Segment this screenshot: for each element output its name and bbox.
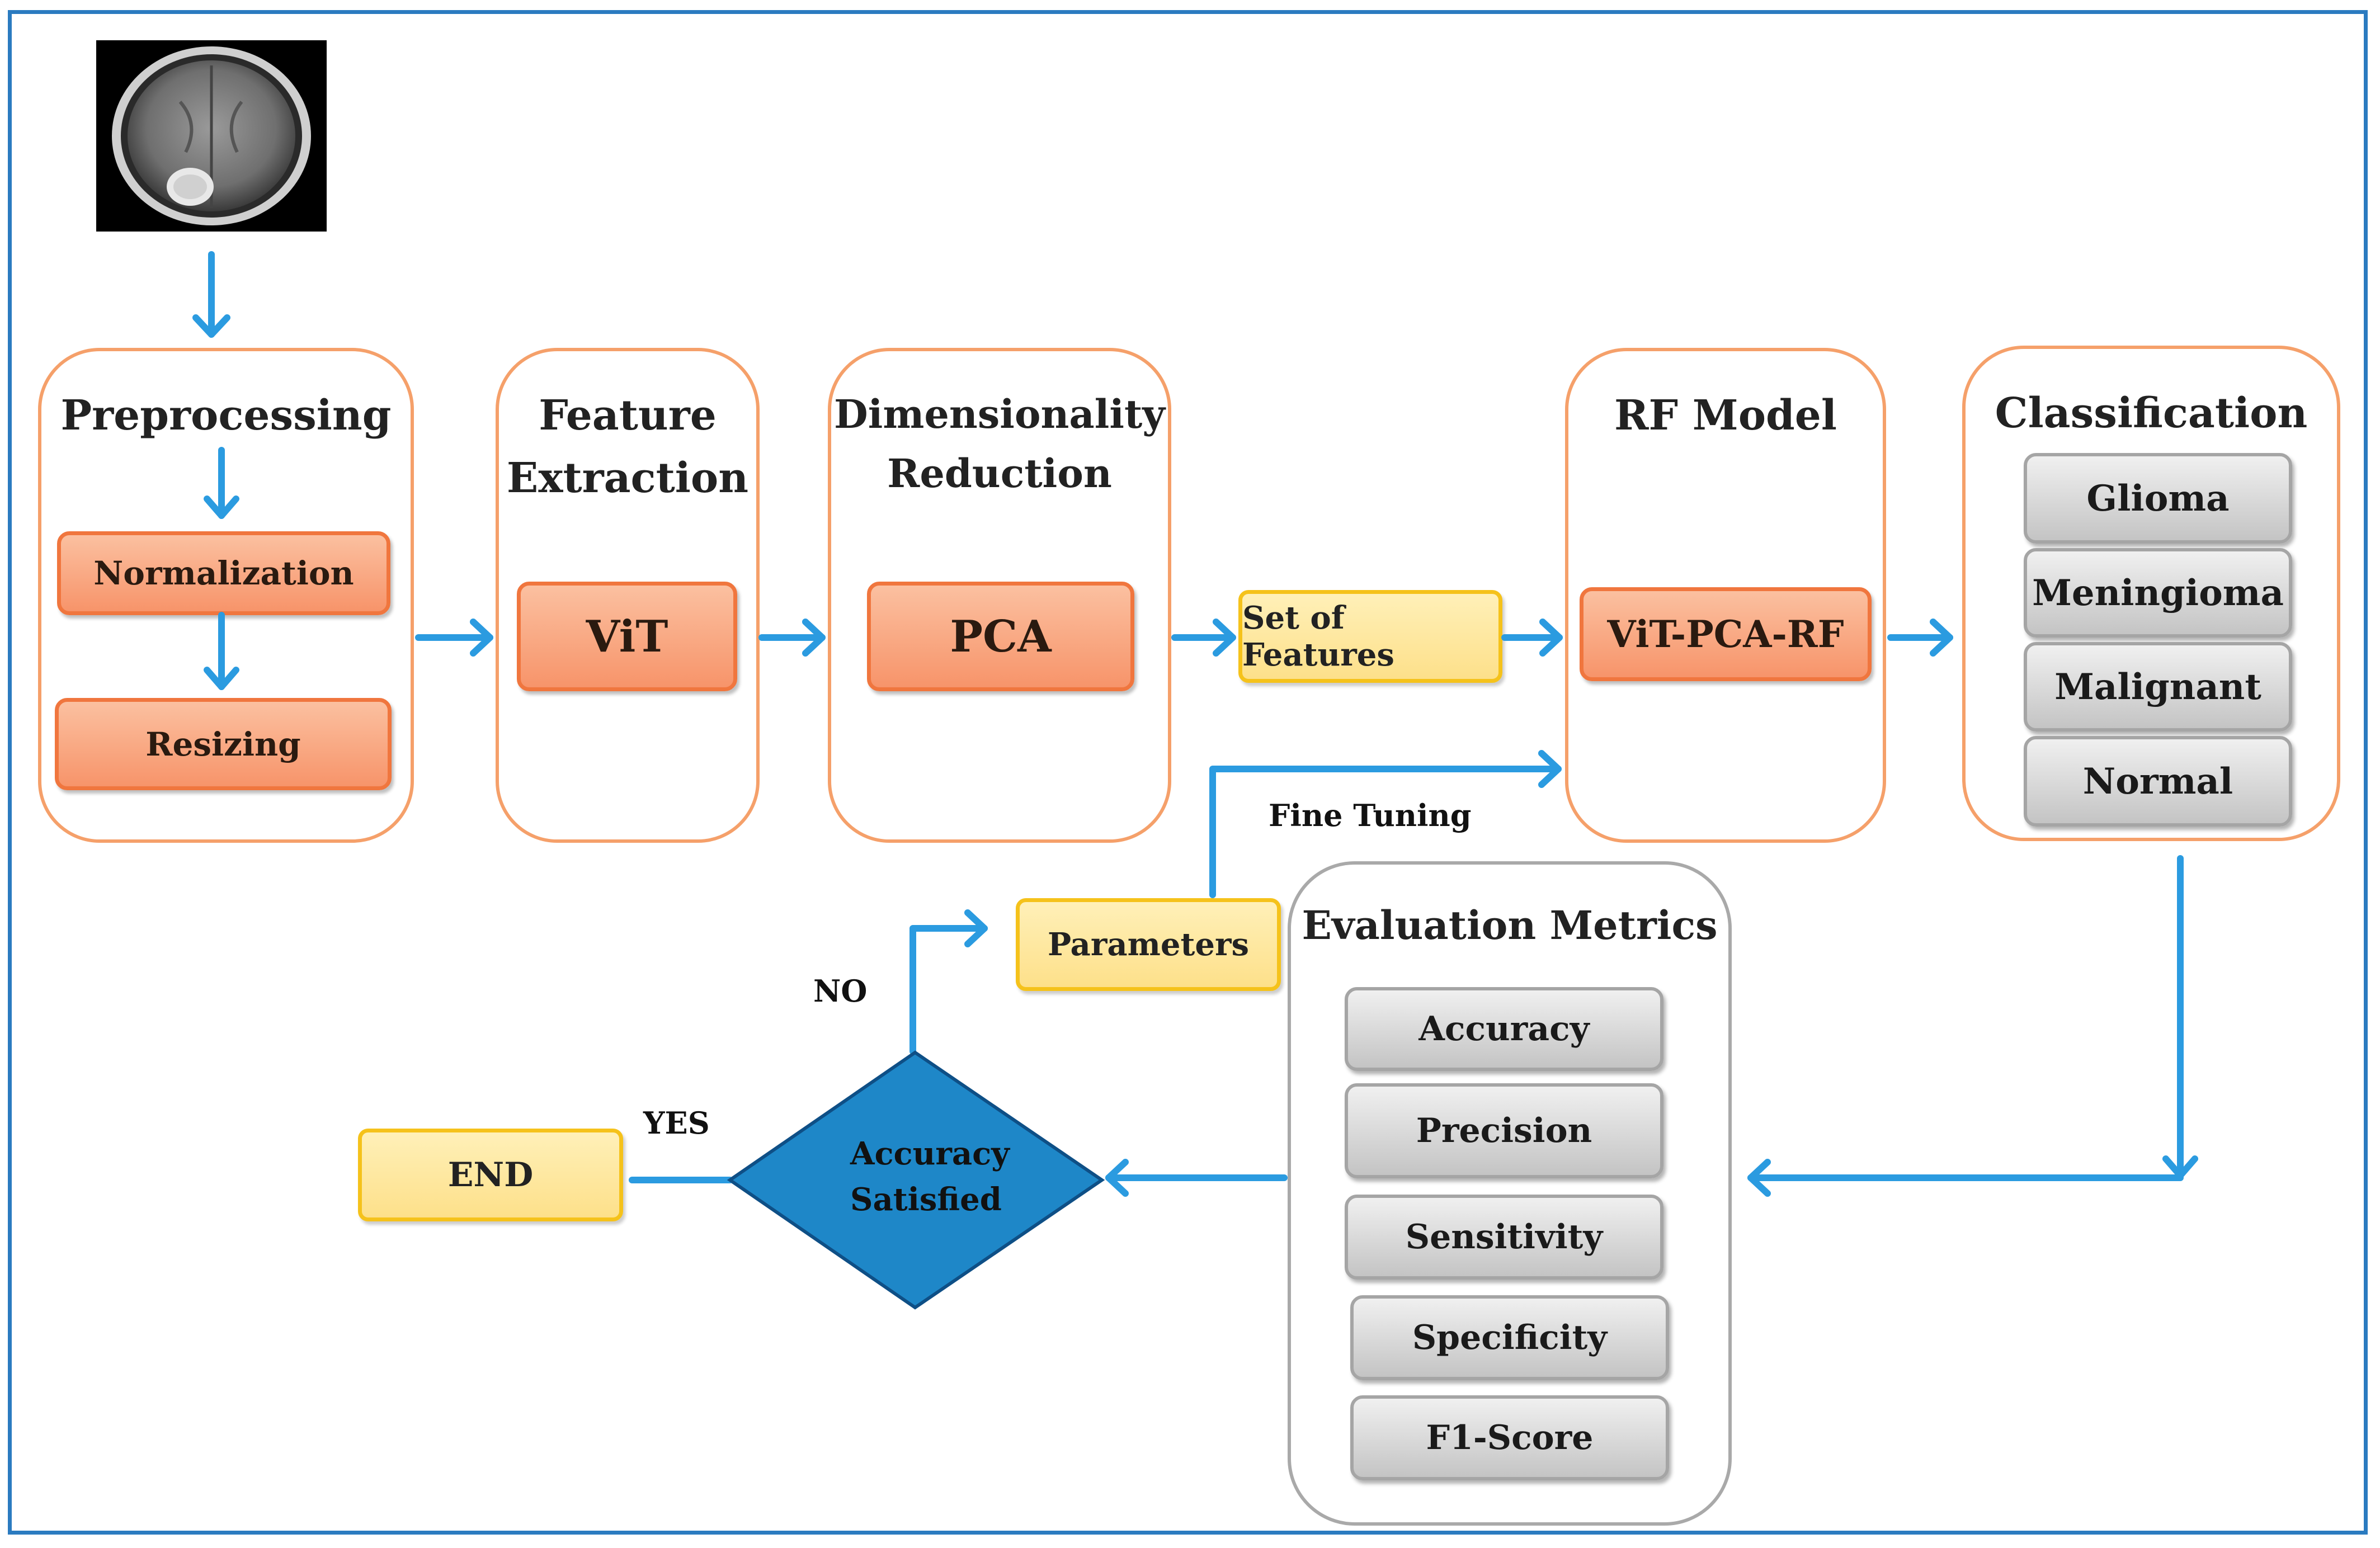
- vit-box: ViT: [517, 582, 737, 691]
- fine-tuning-label: Fine Tuning: [1269, 797, 1472, 833]
- parameters-box: Parameters: [1016, 898, 1281, 991]
- class-normal-box: Normal: [2024, 736, 2292, 827]
- end-box: END: [358, 1129, 623, 1221]
- metric-accuracy-box: Accuracy: [1345, 987, 1663, 1071]
- dimensionality-reduction-title-line1: Dimensionality: [834, 391, 1165, 437]
- set-of-features-box: Set of Features: [1238, 590, 1502, 683]
- feature-extraction-title-line2: Extraction: [506, 454, 749, 502]
- resizing-box: Resizing: [55, 698, 392, 790]
- dimensionality-reduction-title-line2: Reduction: [887, 450, 1112, 497]
- decision-label-line1: Accuracy: [850, 1135, 1010, 1172]
- accuracy-satisfied-diamond: [727, 1050, 1105, 1310]
- class-meningioma-box: Meningioma: [2024, 548, 2292, 638]
- metric-sensitivity-box: Sensitivity: [1345, 1195, 1663, 1280]
- yes-label: YES: [643, 1105, 710, 1141]
- metric-precision-box: Precision: [1345, 1083, 1663, 1178]
- arrow-decision-to-parameters: [909, 925, 988, 1055]
- mri-brain-image: [96, 40, 327, 232]
- evaluation-metrics-title: Evaluation Metrics: [1302, 902, 1718, 948]
- class-malignant-box: Malignant: [2024, 642, 2292, 731]
- pca-box: PCA: [867, 582, 1134, 691]
- metric-specificity-box: Specificity: [1350, 1295, 1669, 1380]
- no-label: NO: [813, 973, 868, 1009]
- vit-pca-rf-box: ViT-PCA-RF: [1580, 587, 1872, 681]
- normalization-box: Normalization: [57, 531, 390, 615]
- rf-model-title: RF Model: [1614, 391, 1837, 440]
- preprocessing-title: Preprocessing: [60, 391, 392, 440]
- metric-f1-score-box: F1-Score: [1350, 1395, 1669, 1480]
- feature-extraction-title-line1: Feature: [539, 391, 717, 440]
- class-glioma-box: Glioma: [2024, 453, 2292, 544]
- diagram-frame: [8, 10, 2368, 1535]
- arrow-parameters-to-rf: [1209, 766, 1562, 898]
- decision-label-line2: Satisfied: [850, 1181, 1002, 1218]
- classification-title: Classification: [1995, 389, 2308, 437]
